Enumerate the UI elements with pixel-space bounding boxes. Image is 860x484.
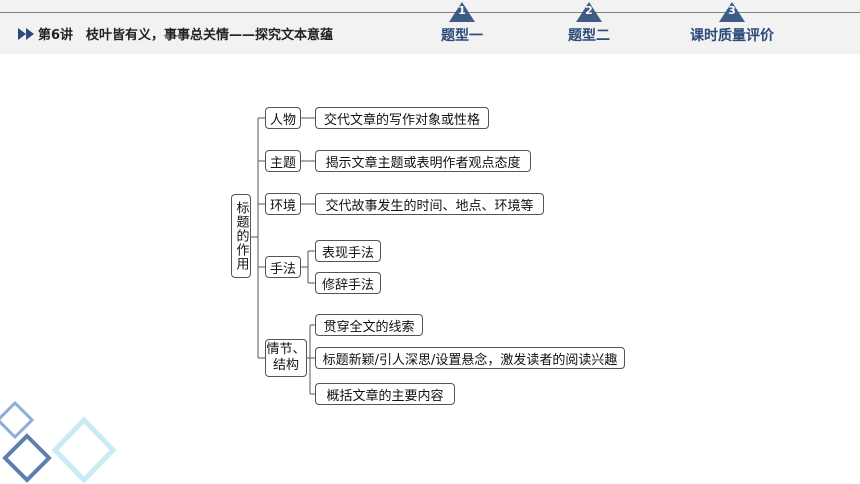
branch-theme: 主题 (265, 150, 301, 172)
leaf-node: 交代故事发生的时间、地点、环境等 (315, 193, 544, 215)
play-arrow-icon (18, 28, 34, 40)
tab-label: 题型二 (568, 28, 610, 44)
branch-plot-structure: 情节、结构 (265, 339, 307, 377)
tab-label: 课时质量评价 (690, 28, 774, 44)
leaf-node: 贯穿全文的线索 (315, 314, 423, 336)
tab-number: 1 (458, 4, 466, 17)
branch-character: 人物 (265, 107, 301, 129)
top-divider-line (0, 12, 860, 13)
branch-technique: 手法 (265, 256, 301, 278)
tab-question-type-1[interactable]: 1 题型一 (414, 0, 510, 54)
branch-environment: 环境 (265, 193, 301, 215)
top-bar: 第6讲 枝叶皆有义，事事总关情——探究文本意蕴 1 题型一 2 题型二 3 课时… (0, 0, 860, 54)
tab-question-type-2[interactable]: 2 题型二 (541, 0, 637, 54)
leaf-node: 修辞手法 (315, 272, 381, 294)
triangle-marker-icon (719, 2, 745, 22)
leaf-node: 标题新颖/引人深思/设置悬念，激发读者的阅读兴趣 (315, 347, 625, 369)
tab-label: 题型一 (441, 28, 483, 44)
leaf-node: 揭示文章主题或表明作者观点态度 (315, 150, 531, 172)
leaf-node: 概括文章的主要内容 (315, 383, 455, 405)
diamond-dark-icon (2, 433, 52, 483)
diamond-light-icon (51, 416, 117, 484)
tab-quality-evaluation[interactable]: 3 课时质量评价 (684, 0, 780, 54)
triangle-marker-icon (576, 2, 602, 22)
leaf-node: 表现手法 (315, 240, 381, 262)
diamond-small-icon (0, 400, 35, 440)
leaf-node: 交代文章的写作对象或性格 (315, 107, 489, 129)
root-node: 标题的作用 (231, 194, 251, 278)
tab-number: 3 (728, 4, 736, 17)
tab-number: 2 (585, 4, 593, 17)
triangle-marker-icon (449, 2, 475, 22)
lesson-title: 第6讲 枝叶皆有义，事事总关情——探究文本意蕴 (38, 28, 334, 43)
